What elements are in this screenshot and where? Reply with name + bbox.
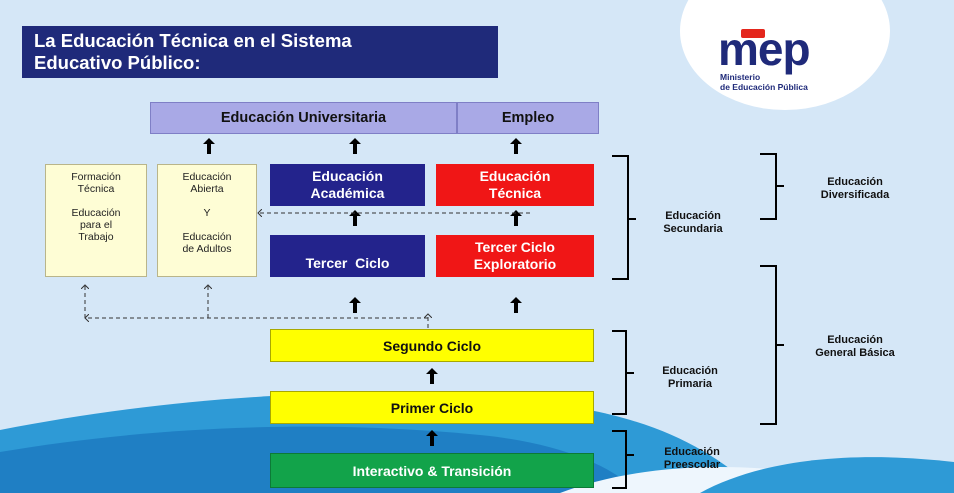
box-primer-ciclo: Primer Ciclo <box>270 391 594 424</box>
formacion-line-1: Formación <box>71 171 121 183</box>
tecnica-line-1: Educación <box>479 168 551 184</box>
primer-ciclo-label: Primer Ciclo <box>390 399 474 416</box>
empleo-label: Empleo <box>501 110 555 126</box>
arrow-to-universitaria <box>349 138 361 154</box>
box-interactivo-transicion: Interactivo & Transición <box>270 453 594 488</box>
arrow-to-tecnica <box>510 210 522 226</box>
box-tercer-ciclo: Tercer Ciclo <box>270 235 425 277</box>
primaria-line-1: Educación <box>662 365 718 377</box>
formacion-line-6: Trabajo <box>78 231 114 243</box>
abierta-line-7: de Adultos <box>182 243 232 255</box>
arrow-to-tercer-ciclo <box>349 297 361 313</box>
logo-red-accent <box>741 29 765 38</box>
box-educacion-tecnica: Educación Técnica <box>436 164 594 206</box>
abierta-line-1: Educación <box>182 171 232 183</box>
box-segundo-ciclo: Segundo Ciclo <box>270 329 594 362</box>
secundaria-line-1: Educación <box>665 210 721 222</box>
box-formacion-tecnica: Formación Técnica Educación para el Trab… <box>45 164 147 277</box>
arrow-to-academica <box>349 210 361 226</box>
box-educacion-academica: Educación Académica <box>270 164 425 206</box>
academica-line-2: Académica <box>310 185 385 201</box>
label-educacion-preescolar: Educación Preescolar <box>652 446 732 472</box>
arrow-to-universitaria-left <box>203 138 215 154</box>
exploratorio-line-1: Tercer Ciclo <box>475 239 555 255</box>
preescolar-line-1: Educación <box>664 446 720 458</box>
abierta-line-4: Y <box>203 207 211 219</box>
exploratorio-line-2: Exploratorio <box>473 256 557 272</box>
diversificada-line-1: Educación <box>827 176 883 188</box>
formacion-line-2: Técnica <box>77 183 115 195</box>
brackets <box>612 153 784 489</box>
dashed-connectors <box>85 213 530 328</box>
abierta-line-2: Abierta <box>190 183 224 195</box>
page-title: La Educación Técnica en el Sistema Educa… <box>22 26 498 78</box>
academica-line-1: Educación <box>312 168 383 184</box>
arrow-to-exploratorio <box>510 297 522 313</box>
logo-sub-line-2: de Educación Pública <box>720 82 808 92</box>
preescolar-box-label: Interactivo & Transición <box>352 462 512 479</box>
secundaria-line-2: Secundaria <box>663 223 723 235</box>
box-tercer-ciclo-exploratorio: Tercer Ciclo Exploratorio <box>436 235 594 277</box>
logo-subtitle: Ministerio de Educación Pública <box>720 72 808 92</box>
tercer-ciclo-label: Tercer Ciclo <box>305 255 390 271</box>
preescolar-line-2: Preescolar <box>663 459 721 471</box>
label-educacion-general-basica: Educación General Básica <box>790 334 920 360</box>
box-educacion-universitaria: Educación Universitaria <box>150 102 457 134</box>
box-educacion-abierta: Educación Abierta Y Educación de Adultos <box>157 164 257 277</box>
general-basica-line-2: General Básica <box>815 347 895 359</box>
label-educacion-secundaria: Educación Secundaria <box>650 210 736 236</box>
box-empleo: Empleo <box>457 102 599 134</box>
title-line-2: Educativo Público: <box>34 52 201 73</box>
label-educacion-primaria: Educación Primaria <box>650 365 730 391</box>
arrow-to-segundo <box>426 368 438 384</box>
arrow-to-primer <box>426 430 438 446</box>
diversificada-line-2: Diversificada <box>820 189 890 201</box>
up-arrows <box>203 138 522 446</box>
abierta-line-6: Educación <box>182 231 232 243</box>
logo-sub-line-1: Ministerio <box>720 72 761 82</box>
arrow-to-empleo <box>510 138 522 154</box>
segundo-ciclo-label: Segundo Ciclo <box>383 337 481 354</box>
primaria-line-2: Primaria <box>667 378 713 390</box>
formacion-line-4: Educación <box>71 207 121 219</box>
title-line-1: La Educación Técnica en el Sistema <box>34 30 352 51</box>
formacion-line-5: para el <box>79 219 113 231</box>
general-basica-line-1: Educación <box>827 334 883 346</box>
tecnica-line-2: Técnica <box>488 185 542 201</box>
label-educacion-diversificada: Educación Diversificada <box>800 176 910 202</box>
universitaria-label: Educación Universitaria <box>220 110 387 126</box>
